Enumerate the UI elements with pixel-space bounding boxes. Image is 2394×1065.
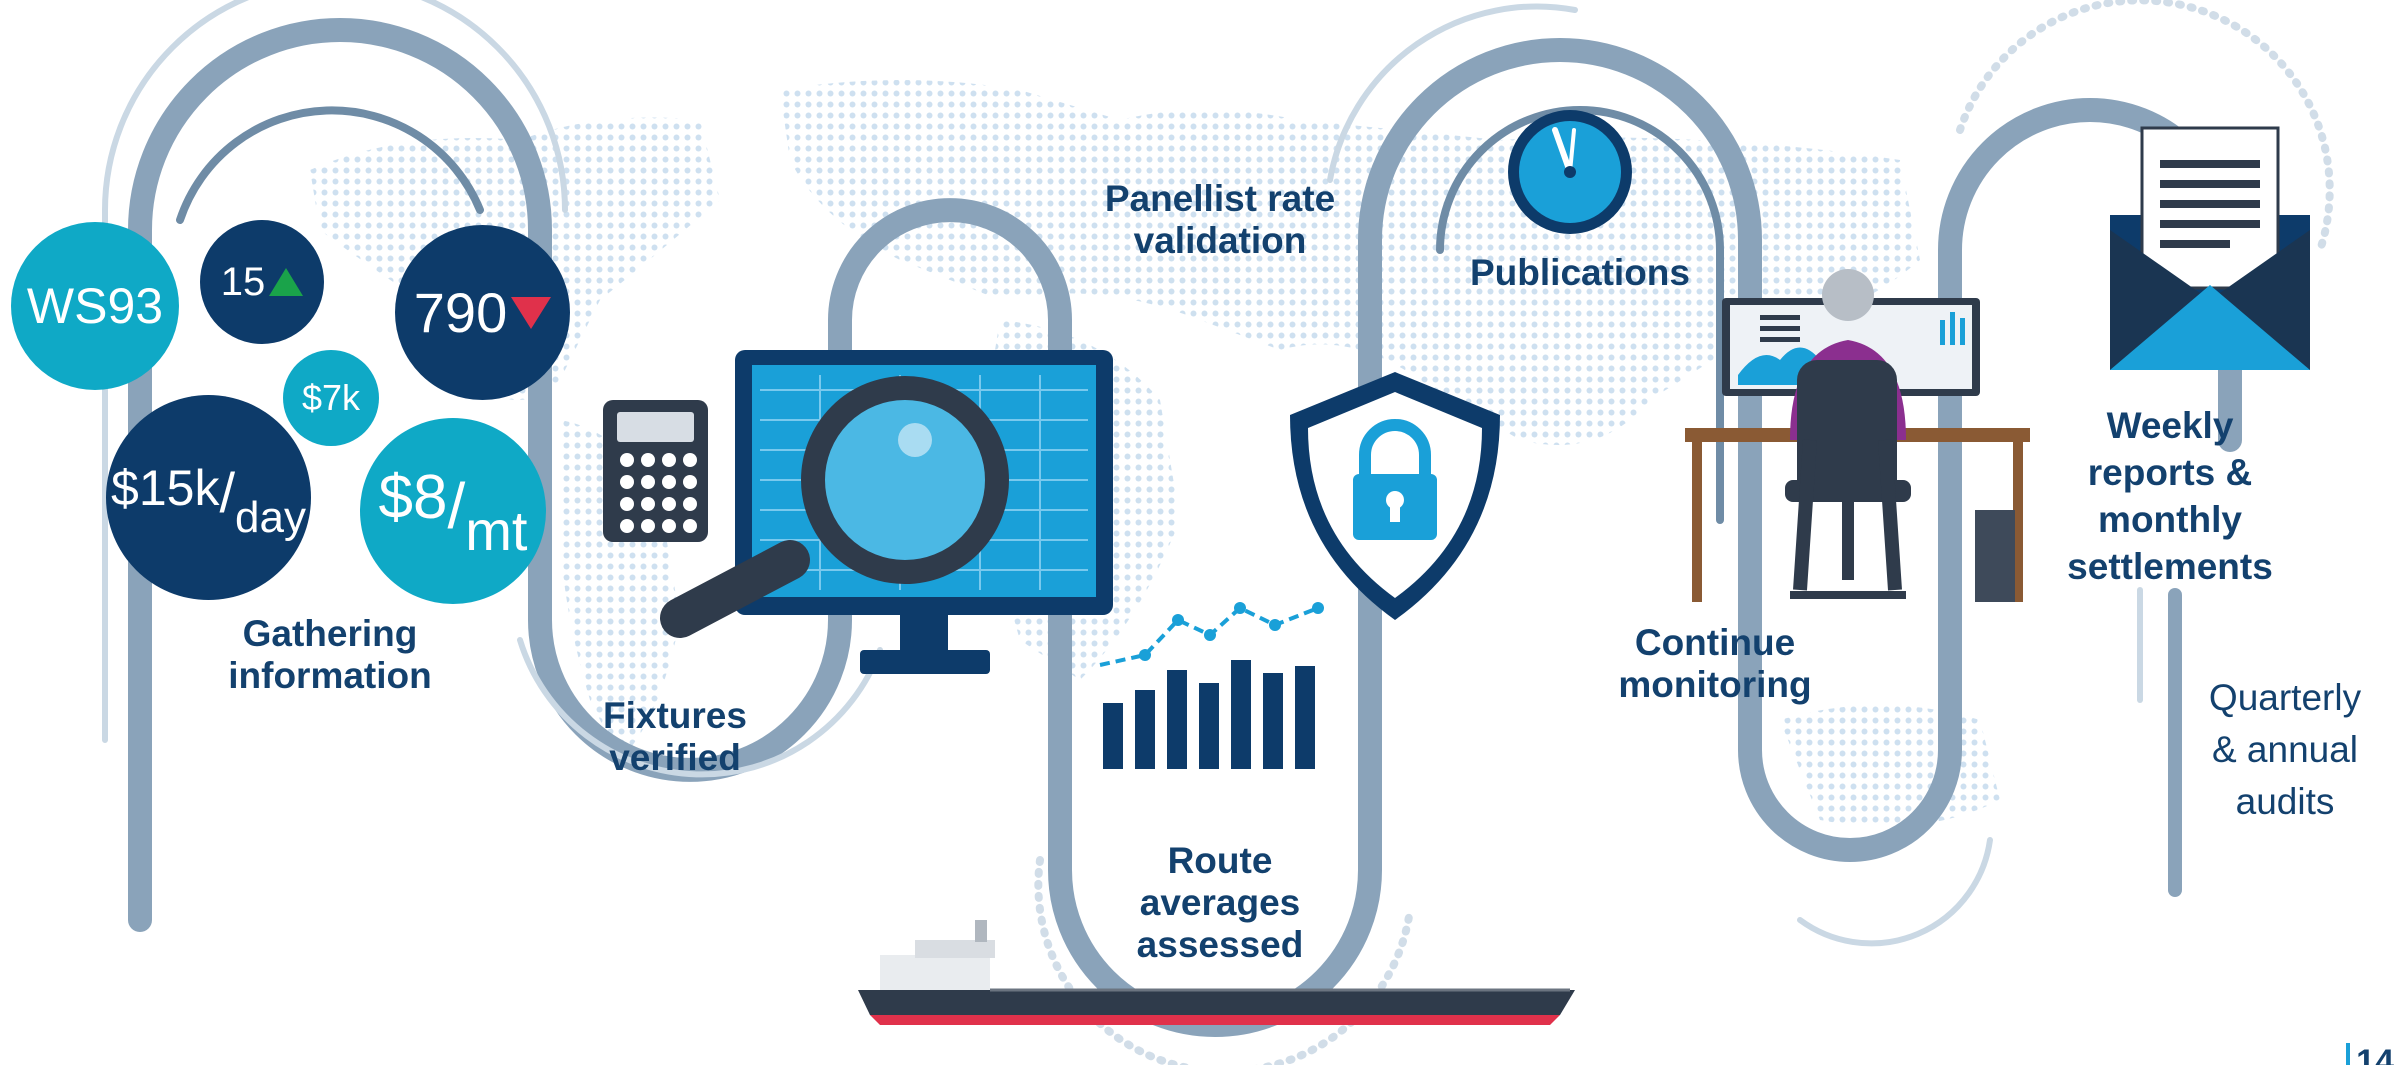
label-publications-line-1: Publications bbox=[1470, 252, 1690, 293]
label-panellist-line-2: validation bbox=[1133, 220, 1307, 261]
label-publications: Publications bbox=[1450, 252, 1710, 294]
shield-lock-icon bbox=[1290, 372, 1500, 620]
bubble-8-slash: / bbox=[447, 470, 466, 542]
label-weekly-line-4: settlements bbox=[2067, 546, 2273, 587]
bubble-790-text: 790 bbox=[413, 281, 508, 344]
bubble-fifteen: 15 bbox=[200, 220, 324, 344]
label-continue-monitoring: Continue monitoring bbox=[1590, 622, 1840, 706]
down-arrow-icon bbox=[511, 296, 552, 329]
label-panellist-line-1: Panellist rate bbox=[1104, 178, 1336, 219]
label-weekly-line-1: Weekly bbox=[2106, 405, 2234, 446]
label-quarterly-line-3: audits bbox=[2235, 781, 2335, 822]
page-number-text: 14 bbox=[2356, 1043, 2394, 1065]
bubble-790: 790 bbox=[395, 225, 570, 400]
bubble-7k: $7k bbox=[283, 350, 379, 446]
bubble-15k-slash: / bbox=[219, 461, 236, 524]
label-weekly-reports: Weekly reports & monthly settlements bbox=[2040, 402, 2300, 590]
clock-icon bbox=[1508, 110, 1632, 234]
envelope-icon bbox=[2110, 126, 2310, 370]
bubble-fifteen-text: 15 bbox=[220, 259, 266, 304]
label-fixtures-verified: Fixtures verified bbox=[565, 695, 785, 779]
label-route-averages-assessed: Route averages assessed bbox=[1095, 840, 1345, 966]
bubble-8-mt: $8/mt bbox=[360, 418, 546, 604]
label-route-line-1: Route bbox=[1167, 840, 1273, 881]
bubble-day-text: day bbox=[235, 492, 306, 542]
magnifier-icon bbox=[660, 376, 1009, 638]
bubble-15k-text: $15k bbox=[111, 459, 220, 516]
calculator-icon bbox=[603, 400, 708, 542]
bubble-ws93: WS93 bbox=[11, 222, 179, 390]
label-monitoring-line-1: Continue bbox=[1634, 622, 1796, 663]
label-panellist-rate-validation: Panellist rate validation bbox=[1070, 178, 1370, 262]
label-fixtures-line-2: verified bbox=[609, 737, 741, 778]
ship-icon bbox=[858, 920, 1575, 1025]
bubble-7k-text: $7k bbox=[301, 377, 361, 418]
bubble-8-text: $8 bbox=[378, 462, 448, 532]
label-weekly-line-2: reports & bbox=[2087, 452, 2253, 493]
label-weekly-line-3: monthly bbox=[2098, 499, 2242, 540]
bar-chart-icon bbox=[1099, 602, 1324, 769]
label-quarterly-audits: Quarterly & annual audits bbox=[2180, 672, 2390, 828]
label-gathering-line-1: Gathering bbox=[242, 613, 418, 654]
label-monitoring-line-2: monitoring bbox=[1618, 664, 1812, 705]
label-route-line-3: assessed bbox=[1136, 924, 1304, 965]
label-fixtures-line-1: Fixtures bbox=[603, 695, 747, 736]
up-arrow-icon bbox=[269, 268, 304, 296]
label-quarterly-line-1: Quarterly bbox=[2208, 677, 2362, 718]
bubble-ws93-text: WS93 bbox=[26, 278, 164, 334]
label-quarterly-line-2: & annual bbox=[2211, 729, 2359, 770]
bubble-mt-text: mt bbox=[465, 498, 528, 562]
label-gathering-information: Gathering information bbox=[200, 613, 460, 697]
page-number: 14 bbox=[2346, 1043, 2394, 1065]
label-route-line-2: averages bbox=[1139, 882, 1301, 923]
label-gathering-line-2: information bbox=[228, 655, 432, 696]
bubble-15k-day: $15k/day bbox=[106, 395, 311, 600]
workstation-icon bbox=[1685, 269, 2030, 602]
